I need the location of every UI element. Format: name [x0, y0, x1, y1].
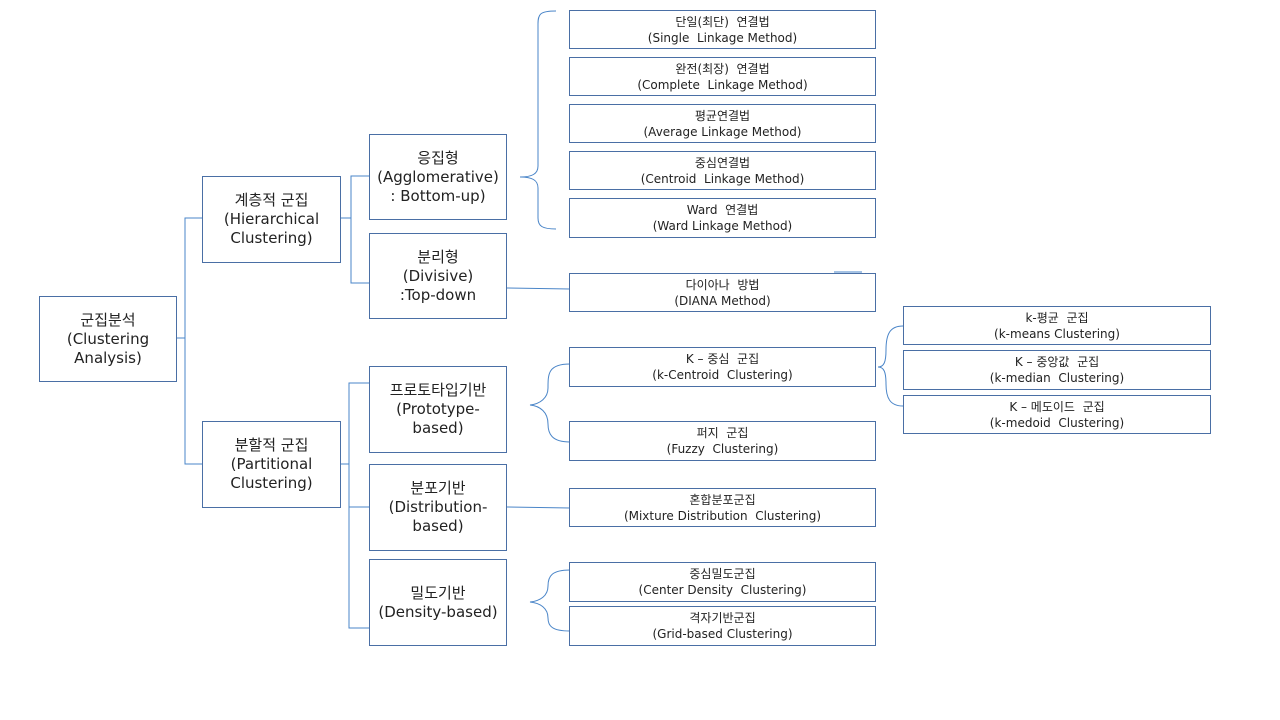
node-label-en-2: based) [412, 517, 464, 535]
node-complete-linkage: 완전(최장) 연결법 (Complete Linkage Method) [569, 57, 876, 96]
node-label-en: (Hierarchical [223, 210, 320, 228]
node-label-en: (k-median Clustering) [989, 371, 1125, 385]
node-label-en-2: Clustering) [230, 474, 313, 492]
node-label-ko: Ward 연결법 [686, 203, 759, 217]
node-label-ko: 평균연결법 [694, 108, 751, 123]
node-label-en: (Agglomerative) [377, 167, 499, 186]
node-label-ko: 격자기반군집 [689, 611, 756, 625]
node-label-en: (Single Linkage Method) [647, 30, 798, 45]
node-k-median: K – 중앙값 군집 (k-median Clustering) [903, 350, 1211, 390]
node-k-medoid: K – 메도이드 군집 (k-medoid Clustering) [903, 395, 1211, 434]
node-label-ko: 군집분석 [80, 310, 136, 329]
node-label-en: (k-means Clustering) [994, 326, 1120, 341]
node-label-en-2: based) [412, 419, 464, 437]
node-density-based: 밀도기반 (Density-based) [369, 559, 507, 646]
node-prototype-based: 프로토타입기반 (Prototype- based) [369, 366, 507, 453]
node-label-en: (Divisive) [402, 266, 474, 285]
node-partitional-clustering: 분할적 군집 (Partitional Clustering) [202, 421, 341, 508]
node-label-ko: 중심연결법 [694, 155, 751, 170]
node-label-en: (k-medoid Clustering) [989, 415, 1125, 430]
node-label-en-2: Analysis) [74, 348, 142, 367]
node-label-ko: K – 메도이드 군집 [1009, 399, 1105, 414]
node-distribution-based: 분포기반 (Distribution- based) [369, 464, 507, 551]
node-ward-linkage: Ward 연결법 (Ward Linkage Method) [569, 198, 876, 238]
node-label-en: (Average Linkage Method) [643, 124, 802, 139]
node-label-ko: 혼합분포군집 [689, 492, 756, 507]
node-label-ko: 퍼지 군집 [696, 426, 749, 440]
node-label-ko: 분리형 [417, 247, 459, 266]
node-label-ko: 다이아나 방법 [685, 277, 760, 292]
node-label-en: (k-Centroid Clustering) [652, 368, 793, 382]
node-label-ko: 분할적 군집 [234, 436, 309, 454]
node-label-en: (Fuzzy Clustering) [666, 442, 779, 456]
node-k-centroid: K – 중심 군집 (k-Centroid Clustering) [569, 347, 876, 387]
node-label-ko: K – 중심 군집 [685, 352, 760, 366]
node-clustering-analysis: 군집분석 (Clustering Analysis) [39, 296, 177, 382]
node-label-en: (Centroid Linkage Method) [640, 171, 805, 186]
node-centroid-linkage: 중심연결법 (Centroid Linkage Method) [569, 151, 876, 190]
node-hierarchical-clustering: 계층적 군집 (Hierarchical Clustering) [202, 176, 341, 263]
node-label-ko: 완전(최장) 연결법 [675, 61, 770, 76]
node-label-en: (Grid-based Clustering) [652, 627, 793, 641]
node-diana-method: 다이아나 방법 (DIANA Method) [569, 273, 876, 312]
node-label-en: (Ward Linkage Method) [652, 219, 793, 233]
node-label-en: (Partitional [230, 455, 313, 473]
node-label-en: (Clustering [66, 329, 150, 348]
node-k-means: k-평균 군집 (k-means Clustering) [903, 306, 1211, 345]
node-divisive: 분리형 (Divisive) :Top-down [369, 233, 507, 319]
node-label-en: (Mixture Distribution Clustering) [623, 508, 822, 523]
node-label-ko: 분포기반 [410, 479, 466, 497]
node-label-ko: 응집형 [417, 148, 459, 167]
node-single-linkage: 단일(최단) 연결법 (Single Linkage Method) [569, 10, 876, 49]
node-label-en: (DIANA Method) [674, 293, 771, 308]
node-label-ko: 중심밀도군집 [689, 567, 756, 581]
node-fuzzy-clustering: 퍼지 군집 (Fuzzy Clustering) [569, 421, 876, 461]
node-label-en: (Complete Linkage Method) [637, 77, 808, 92]
node-label-en: (Prototype- [396, 400, 480, 418]
node-label-ko: K – 중앙값 군집 [1014, 355, 1100, 369]
node-label-en: (Center Density Clustering) [638, 583, 807, 597]
node-label-ko: 밀도기반 [410, 583, 466, 602]
node-mixture-distribution: 혼합분포군집 (Mixture Distribution Clustering) [569, 488, 876, 527]
node-label-ko: 계층적 군집 [234, 191, 309, 209]
node-label-en-2: Clustering) [230, 229, 313, 247]
node-label-ko: k-평균 군집 [1025, 310, 1089, 325]
node-grid-based: 격자기반군집 (Grid-based Clustering) [569, 606, 876, 646]
node-label-en: (Distribution- [388, 498, 488, 516]
node-label-en-2: : Bottom-up) [390, 186, 486, 205]
node-label-en: (Density-based) [378, 602, 498, 621]
node-label-ko: 단일(최단) 연결법 [675, 14, 770, 29]
node-agglomerative: 응집형 (Agglomerative) : Bottom-up) [369, 134, 507, 220]
node-center-density: 중심밀도군집 (Center Density Clustering) [569, 562, 876, 602]
node-average-linkage: 평균연결법 (Average Linkage Method) [569, 104, 876, 143]
node-label-ko: 프로토타입기반 [389, 381, 487, 399]
node-label-en-2: :Top-down [399, 285, 477, 304]
